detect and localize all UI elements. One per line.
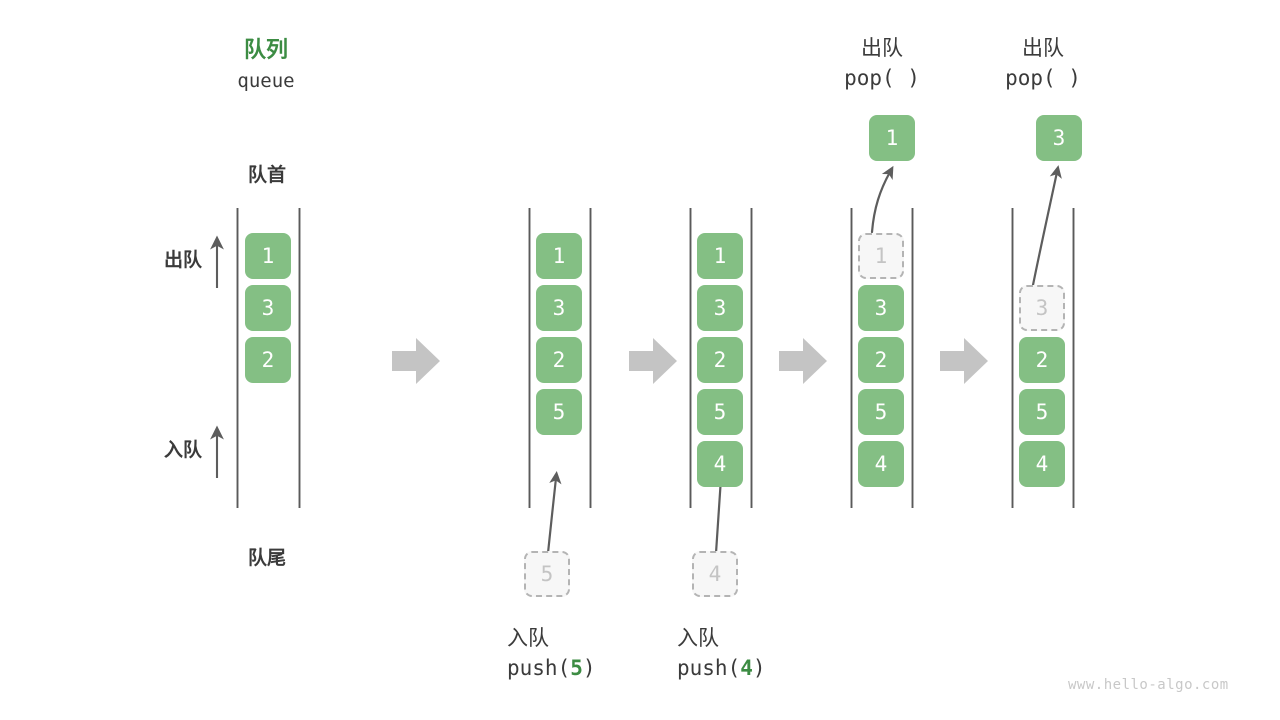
queue-rails xyxy=(236,208,1075,508)
front-label: 队首 xyxy=(247,165,286,186)
queue-node: 2 xyxy=(858,337,904,383)
pop-3-label-cn: 出队 xyxy=(1022,37,1064,60)
push-4-label-code: push(4) xyxy=(651,656,837,680)
queue-node: 2 xyxy=(1019,337,1065,383)
enqueue-direction-label: 入队 xyxy=(163,440,202,461)
queue-node: 5 xyxy=(697,389,743,435)
queue-node: 3 xyxy=(245,285,291,331)
dequeue-direction-label: 出队 xyxy=(163,250,202,271)
pop-3-label-code: pop( ) xyxy=(1005,66,1081,90)
watermark: www.hello-algo.com xyxy=(1068,677,1229,693)
push-4-suffix: ) xyxy=(752,656,766,680)
popped-node-3: 3 xyxy=(1036,115,1082,161)
queue-node: 2 xyxy=(697,337,743,383)
push-4-prefix: push( xyxy=(677,656,741,680)
queue-node-removed: 1 xyxy=(858,233,904,279)
incoming-node-5: 5 xyxy=(524,551,570,597)
queue-node: 3 xyxy=(697,285,743,331)
push-4-label-cn: 入队 xyxy=(677,627,719,650)
page-title-cn: 队列 xyxy=(243,37,288,62)
queue-node: 4 xyxy=(1019,441,1065,487)
page-title-en: queue xyxy=(237,70,295,92)
incoming-node-4: 4 xyxy=(692,551,738,597)
queue-node: 3 xyxy=(536,285,582,331)
queue-node: 2 xyxy=(536,337,582,383)
queue-node: 5 xyxy=(1019,389,1065,435)
push-5-prefix: push( xyxy=(507,656,571,680)
queue-node: 1 xyxy=(536,233,582,279)
pop-1-label-code: pop( ) xyxy=(844,66,920,90)
push-arrows xyxy=(546,470,727,555)
queue-node: 1 xyxy=(245,233,291,279)
queue-node: 1 xyxy=(697,233,743,279)
push-5-suffix: ) xyxy=(582,656,596,680)
rear-label: 队尾 xyxy=(247,548,286,569)
queue-node: 5 xyxy=(858,389,904,435)
push-5-label-code: push(5) xyxy=(481,656,667,680)
pop-1-label-cn: 出队 xyxy=(861,37,903,60)
queue-node-new: 5 xyxy=(536,389,582,435)
push-4-value: 4 xyxy=(740,656,753,680)
push-5-value: 5 xyxy=(570,656,583,680)
queue-node: 2 xyxy=(245,337,291,383)
queue-node-new: 4 xyxy=(697,441,743,487)
push-5-label-cn: 入队 xyxy=(507,627,549,650)
queue-node: 3 xyxy=(858,285,904,331)
queue-node-removed: 3 xyxy=(1019,285,1065,331)
popped-node-1: 1 xyxy=(869,115,915,161)
queue-node: 4 xyxy=(858,441,904,487)
